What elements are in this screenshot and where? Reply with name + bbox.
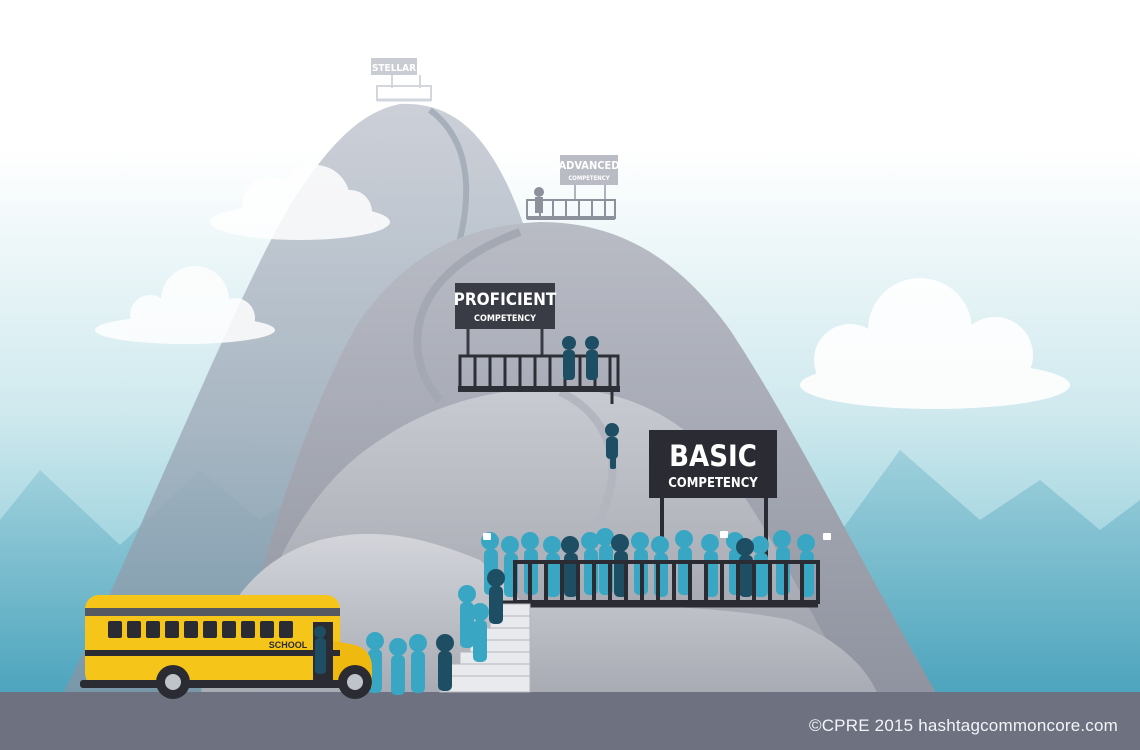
advanced-platform: [526, 155, 618, 220]
advanced-trail: [413, 228, 522, 403]
proficient-sign-title: PROFICIENT: [454, 290, 557, 310]
cloud-right: [800, 278, 1070, 409]
cloud-left-top: [210, 165, 390, 240]
proficient-platform: [455, 283, 620, 404]
stellar-platform: [371, 58, 432, 102]
ground: [0, 692, 1140, 750]
basic-sign-subtitle: COMPETENCY: [668, 476, 758, 491]
copyright-credit: ©CPRE 2015 hashtagcommoncore.com: [808, 716, 1118, 735]
stellar-sign-title: STELLAR: [372, 63, 416, 74]
basic-sign: [649, 430, 777, 560]
advanced-sign-subtitle: COMPETENCY: [568, 175, 609, 182]
proficient-students: [562, 336, 599, 380]
cloud-left-bottom: [95, 266, 275, 344]
proficient-sign-subtitle: COMPETENCY: [474, 314, 536, 324]
climbing-student: [605, 423, 619, 469]
advanced-sign-title: ADVANCED: [559, 159, 620, 172]
bus-label: SCHOOL: [269, 640, 308, 650]
basic-platform: [500, 560, 820, 608]
school-bus: [80, 595, 372, 699]
basic-sign-title: BASIC: [669, 439, 757, 473]
